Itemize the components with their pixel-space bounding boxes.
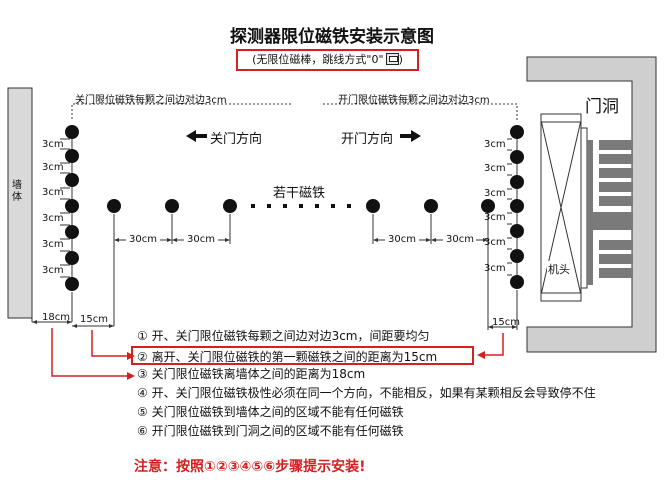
magnet-dot [510,249,524,263]
left-3cm-ticks [60,138,70,278]
door-frame [526,56,657,353]
dim-18cm: 18cm [42,312,70,323]
subtitle-text: (无限位磁棒，跳线方式"0" [252,53,384,66]
left-magnet-column [65,125,79,291]
dim-3cm: 3cm [42,265,64,276]
dim-3cm: 3cm [484,163,506,174]
close-spacing-guide [71,103,292,119]
machine-head-label: 机头 [547,261,571,277]
magnet-dot [223,199,237,213]
magnet-dot [510,224,524,238]
wall [7,87,33,319]
magnet-dot [510,150,524,164]
page-title: 探测器限位磁铁安装示意图 [230,27,434,47]
magnet-dot [510,275,524,289]
dim-3cm: 3cm [42,239,64,250]
magnet-dot [481,199,495,213]
dim-3cm: 3cm [484,188,506,199]
note-4: ④ 开、关门限位磁铁极性必须在同一个方向，不能相反，如果有某颗相反会导致停不住 [137,386,596,400]
close-spacing-label: 关门限位磁铁每颗之间边对边3cm [75,95,227,106]
jumper-icon [385,53,399,65]
dim-3cm: 3cm [484,237,506,248]
right-3cm-ticks [507,138,512,276]
thirty-cm-arrowheads [114,238,488,242]
magnet-dot [65,225,79,239]
note-2: ② 离开、关门限位磁铁的第一颗磁铁之间的距离为15cm [131,346,474,365]
magnet-dot [510,199,524,213]
note-5: ⑤ 关门限位磁铁到墙体之间的区域不能有任何磁铁 [137,405,404,419]
dim-3cm: 3cm [484,263,506,274]
open-spacing-label: 开门限位磁铁每颗之间边对边3cm [338,95,490,106]
magnet-dot [510,175,524,189]
dim-30cm: 30cm [388,234,416,245]
close-direction-arrow-icon [186,130,207,142]
horizontal-magnet-row [107,199,495,213]
open-direction-arrow-icon [400,130,421,142]
dim-15cm: 15cm [80,314,108,325]
note-1: ① 开、关门限位磁铁每颗之间边对边3cm，间距要均匀 [137,329,430,343]
dim-3cm: 3cm [42,213,64,224]
magnet-dot [65,149,79,163]
dim-3cm: 3cm [42,187,64,198]
open-spacing-guide [322,103,518,120]
wall-label: 墙体 [12,180,22,203]
dim-30cm: 30cm [187,234,215,245]
note-6: ⑥ 开门限位磁铁到门洞之间的区域不能有任何磁铁 [137,424,404,438]
several-magnets-label: 若干磁铁 [273,186,326,201]
magnet-dot [424,199,438,213]
magnet-dot [65,199,79,213]
subtitle-close: ) [398,53,403,66]
magnet-dot [510,125,524,139]
dim-3cm: 3cm [42,162,64,173]
magnet-dot [65,125,79,139]
red-leader-lines [51,328,504,377]
bottom-dimensions [31,214,518,330]
magnet-dot [107,199,121,213]
warning-text: 注意：按照①②③④⑤⑥步骤提示安装! [134,459,366,475]
magnet-dot [366,199,380,213]
door-opening-label: 门洞 [585,97,619,117]
note-3: ③ 关门限位磁铁离墙体之间的距离为18cm [137,367,366,381]
instruction-notes: ① 开、关门限位磁铁每颗之间边对边3cm，间距要均匀 ② 离开、关门限位磁铁的第… [131,327,596,441]
magnet-dot [65,173,79,187]
magnet-dot [65,277,79,291]
magnet-dot [165,199,179,213]
close-direction-label: 关门方向 [210,132,263,147]
subtitle-box: (无限位磁棒，跳线方式"0") [236,49,419,71]
bottom-arrowheads [32,320,517,329]
ellipsis-dots [251,204,351,208]
magnet-dot [65,251,79,265]
dim-30cm: 30cm [446,234,474,245]
dim-30cm: 30cm [129,234,157,245]
dim-3cm: 3cm [42,139,64,150]
dim-15cm: 15cm [492,317,520,328]
open-direction-label: 开门方向 [341,132,394,147]
dim-3cm: 3cm [484,212,506,223]
right-magnet-column [510,125,524,289]
door-rail-slats [587,140,633,285]
dim-3cm: 3cm [484,139,506,150]
